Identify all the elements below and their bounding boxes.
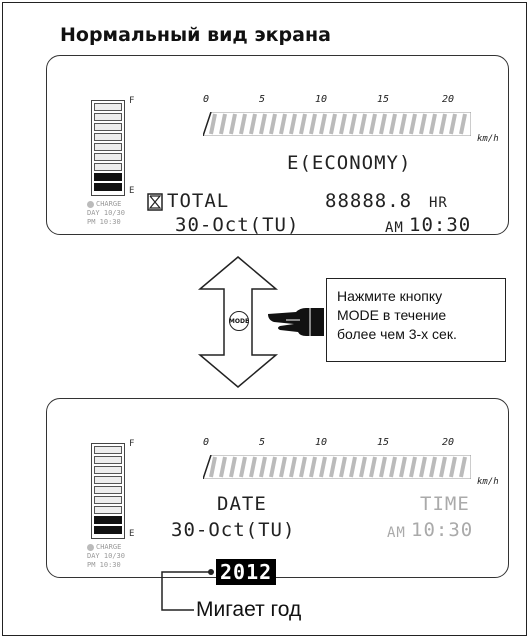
charge-label: CHARGE: [96, 200, 122, 208]
gauge-segment-filled: [94, 183, 122, 191]
mode-button[interactable]: MODE: [229, 311, 249, 331]
speed-unit: km/h: [477, 477, 499, 487]
gauge-segment: [94, 476, 122, 484]
total-unit: HR: [429, 195, 448, 211]
charge-label: CHARGE: [96, 543, 122, 551]
date-display: 30-Oct(TU): [175, 214, 300, 236]
scale-tick: 5: [259, 94, 266, 105]
scale-tick: 5: [259, 437, 266, 448]
date-header: DATE: [217, 493, 267, 515]
battery-gauge: [91, 443, 125, 539]
scale-tick: 10: [315, 437, 328, 448]
charge-time: PM 10:30: [87, 561, 121, 569]
blink-caption: Мигает год: [196, 598, 302, 621]
date-display: 30-Oct(TU): [171, 519, 296, 541]
hourglass-icon: [147, 193, 163, 211]
total-value: 88888.8: [325, 190, 413, 212]
gauge-full-label: F: [129, 96, 135, 106]
charge-icon: [87, 543, 94, 551]
gauge-empty-label: E: [129, 186, 135, 196]
gauge-segment: [94, 113, 122, 121]
time-display: 10:30: [409, 214, 472, 236]
charge-icon: [87, 200, 94, 208]
scale-tick: 0: [203, 94, 210, 105]
scale-tick: 0: [203, 437, 210, 448]
gauge-segment: [94, 153, 122, 161]
scale-tick: 10: [315, 94, 328, 105]
gauge-empty-label: E: [129, 529, 135, 539]
gauge-segment-filled: [94, 173, 122, 181]
charge-day: DAY 10/30: [87, 552, 125, 560]
diagram-title: Нормальный вид экрана: [60, 24, 331, 46]
leader-line: [161, 569, 214, 611]
gauge-full-label: F: [129, 439, 135, 449]
normal-display-panel: F E CHARGE DAY 10/30 PM 10:30 0 5 10 15 …: [46, 55, 509, 236]
speed-unit: km/h: [477, 134, 499, 144]
scale-tick: 15: [377, 94, 390, 105]
charge-day: DAY 10/30: [87, 209, 125, 217]
gauge-segment: [94, 103, 122, 111]
gauge-segment: [94, 133, 122, 141]
scale-tick: 20: [442, 437, 455, 448]
gauge-segment: [94, 506, 122, 514]
callout-line: Нажмите кнопку: [337, 288, 443, 304]
scale-tick: 20: [442, 94, 455, 105]
gauge-segment-filled: [94, 526, 122, 534]
time-display: 10:30: [411, 519, 474, 541]
gauge-segment-filled: [94, 516, 122, 524]
charge-indicator: CHARGE DAY 10/30 PM 10:30: [87, 200, 125, 227]
speed-bar: [203, 455, 471, 479]
charge-indicator: CHARGE DAY 10/30 PM 10:30: [87, 543, 125, 570]
year-display: 2012: [216, 559, 277, 585]
gauge-segment: [94, 496, 122, 504]
gauge-segment: [94, 446, 122, 454]
total-label: TOTAL: [167, 190, 230, 212]
pointing-hand-icon: [268, 308, 324, 336]
gauge-segment: [94, 466, 122, 474]
mode-text: E(ECONOMY): [287, 152, 412, 174]
battery-gauge: [91, 100, 125, 196]
ampm-indicator: AM: [385, 220, 404, 236]
scale-tick: 15: [377, 437, 390, 448]
time-header: TIME: [420, 493, 470, 515]
settings-display-panel: F E CHARGE DAY 10/30 PM 10:30 0 5 10 15 …: [46, 398, 509, 578]
gauge-segment: [94, 163, 122, 171]
callout-line: MODE в течение: [337, 307, 447, 323]
callout-line: более чем 3-х сек.: [337, 326, 457, 342]
instruction-callout: Нажмите кнопку MODE в течение более чем …: [326, 278, 506, 362]
gauge-segment: [94, 486, 122, 494]
speed-bar: [203, 112, 471, 136]
gauge-segment: [94, 123, 122, 131]
charge-time: PM 10:30: [87, 218, 121, 226]
ampm-indicator: AM: [387, 525, 406, 541]
gauge-segment: [94, 143, 122, 151]
gauge-segment: [94, 456, 122, 464]
